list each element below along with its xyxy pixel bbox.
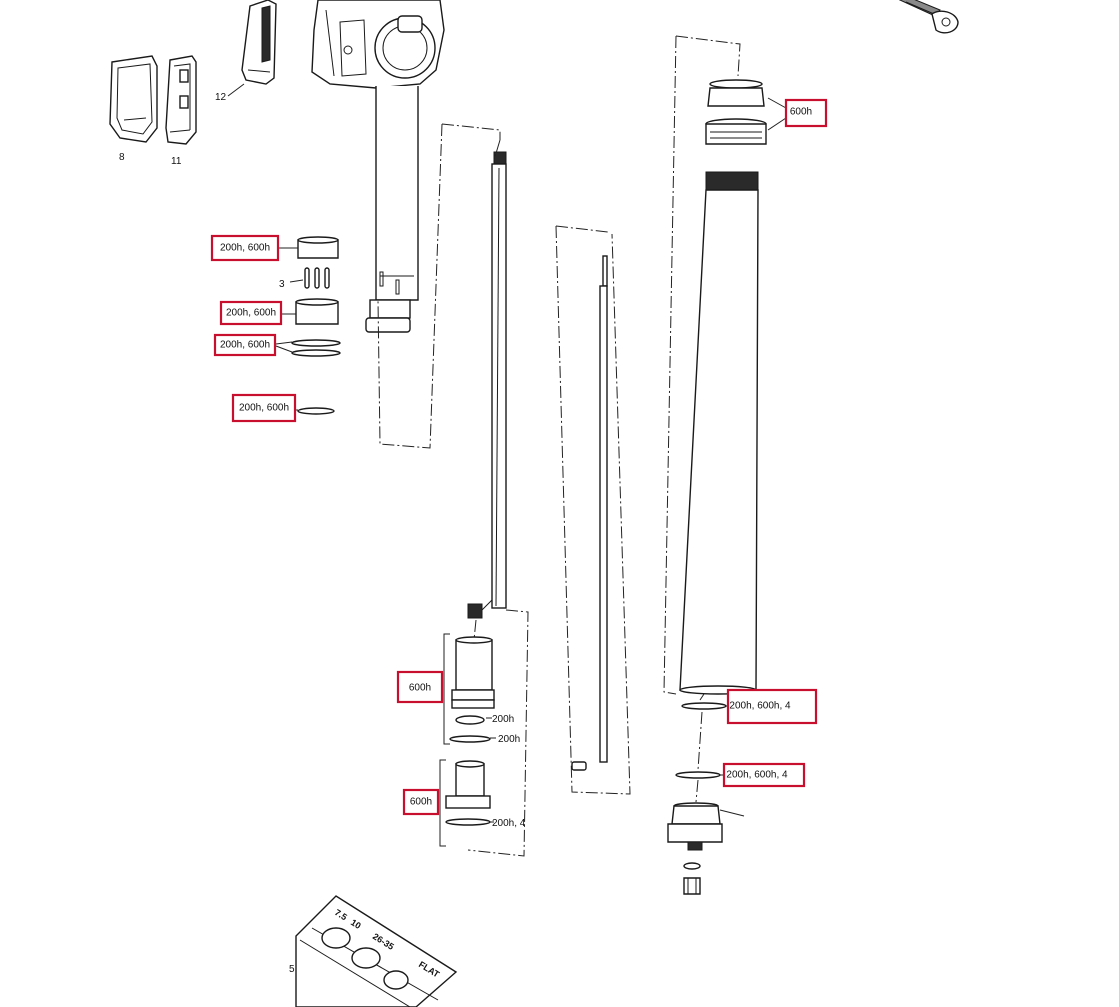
callout-piston-assembly: 600h	[396, 670, 444, 704]
svg-text:200h, 600h: 200h, 600h	[239, 403, 289, 414]
part-5-tool: 7.5 10 26-35 FLAT	[295, 895, 458, 1007]
top-cap	[705, 79, 767, 145]
lower-piston	[445, 760, 491, 826]
label-part-11: 11	[171, 156, 182, 167]
svg-text:600h: 600h	[790, 107, 812, 118]
callout-lower-piston: 600h	[402, 788, 440, 816]
svg-text:600h: 600h	[409, 683, 431, 694]
svg-text:200h, 600h: 200h, 600h	[226, 308, 276, 319]
seat-clamp-head	[311, 0, 445, 89]
wiper-rings	[291, 339, 341, 357]
pins-part-3	[304, 267, 330, 289]
part-12-lever	[241, 0, 277, 85]
outer-tube	[679, 171, 759, 695]
label-part-12: 12	[215, 92, 227, 103]
tool-marking-2: 10	[349, 917, 363, 931]
top-bolt	[898, 0, 959, 34]
label-piston-oring-b: 200h	[498, 734, 520, 745]
callout-outer-oring-upper: 200h, 600h, 4	[726, 688, 818, 725]
upper-tube	[365, 86, 419, 333]
callout-upper-bushing: 200h, 600h	[210, 234, 280, 262]
part-11-clamp	[165, 55, 197, 145]
label-part-8: 8	[119, 152, 125, 163]
small-oring	[297, 407, 335, 415]
thin-rod	[571, 255, 608, 771]
callout-small-oring: 200h, 600h	[231, 393, 297, 423]
piston-assembly	[449, 636, 495, 743]
callout-wiper-rings: 200h, 600h	[213, 333, 277, 357]
svg-text:600h: 600h	[410, 797, 432, 808]
upper-bushing	[297, 236, 339, 259]
callout-lower-bushing: 200h, 600h	[219, 300, 283, 326]
damper-rod	[467, 151, 507, 619]
callout-top-seal-head: 600h	[784, 98, 828, 128]
bottom-valve	[667, 802, 723, 895]
svg-text:200h, 600h, 4: 200h, 600h, 4	[729, 701, 791, 712]
part-8-cover	[109, 55, 158, 143]
svg-text:200h, 600h: 200h, 600h	[220, 340, 270, 351]
svg-text:200h, 600h, 4: 200h, 600h, 4	[726, 770, 788, 781]
label-part-5: 5	[289, 964, 295, 975]
label-piston-oring-a: 200h	[492, 714, 514, 725]
label-lower-oring: 200h, 4	[492, 818, 526, 829]
outer-orings	[675, 702, 727, 779]
svg-text:200h, 600h: 200h, 600h	[220, 243, 270, 254]
callout-outer-oring-lower: 200h, 600h, 4	[722, 762, 806, 788]
lower-bushing	[295, 298, 339, 325]
label-part-3: 3	[279, 279, 285, 290]
